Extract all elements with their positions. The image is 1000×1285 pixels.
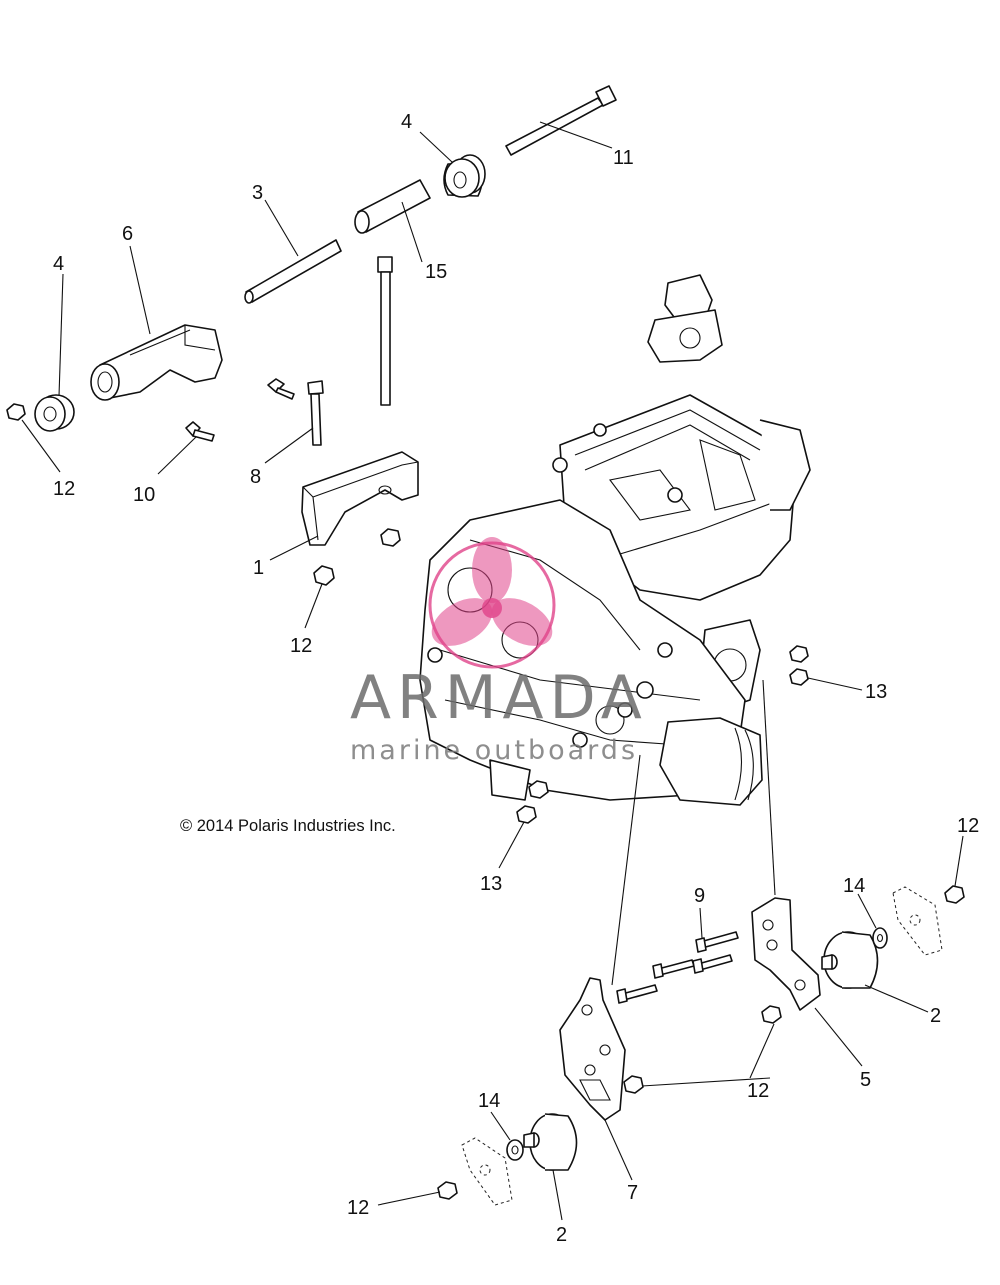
callout-label: 10: [133, 484, 155, 506]
watermark-tagline: marine outboards: [350, 735, 638, 766]
part-nut-bracket: [380, 528, 401, 547]
part-15-sleeve: [354, 179, 431, 234]
part-12-nuts-center: [623, 1005, 782, 1094]
frame-plate-right: [892, 886, 943, 956]
part-11-long-bolt: [505, 85, 617, 156]
part-13-nuts-right: [789, 645, 809, 686]
callout-label: 6: [122, 223, 133, 245]
part-12-nut-bottom-left: [437, 1181, 458, 1200]
callout-labels: 4 11 3 15 6 4 12 10 8 1 12 13 13 12 9 14…: [53, 111, 979, 1246]
part-2-mount-left: [523, 1113, 578, 1171]
callout-label: 12: [290, 635, 312, 657]
part-4-bushing-left: [34, 394, 75, 432]
callout-label: 12: [957, 815, 979, 837]
callout-label: 1: [253, 557, 264, 579]
part-bolt-small-top: [267, 378, 295, 400]
callout-label: 12: [347, 1197, 369, 1219]
callout-label: 14: [478, 1090, 500, 1112]
callout-label: 2: [930, 1005, 941, 1027]
callout-label: 9: [694, 885, 705, 907]
part-12-nut-mid: [313, 565, 335, 586]
part-4-bushing-top: [443, 154, 486, 198]
part-14-washer-left: [506, 1139, 524, 1161]
part-5-bracket-right: [751, 897, 821, 1011]
part-6-mount-bracket: [90, 324, 223, 401]
callout-label: 2: [556, 1224, 567, 1246]
part-8-bolt: [307, 380, 324, 446]
part-7-bracket-left: [559, 977, 626, 1121]
callout-label: 12: [53, 478, 75, 500]
part-1-bracket: [301, 451, 419, 546]
callout-label: 12: [747, 1080, 769, 1102]
part-bolt-tall: [377, 256, 393, 406]
part-10-bolt: [185, 421, 215, 442]
propeller-logo-icon: [428, 537, 556, 669]
copyright-text: © 2014 Polaris Industries Inc.: [180, 817, 396, 835]
callout-label: 13: [480, 873, 502, 895]
callout-label: 14: [843, 875, 865, 897]
callout-label: 11: [613, 147, 634, 169]
watermark-brand: ARMADA: [350, 663, 648, 733]
callout-label: 8: [250, 466, 261, 488]
callout-label: 4: [401, 111, 412, 133]
callout-label: 15: [425, 261, 447, 283]
part-12-nut-left: [6, 403, 26, 421]
callout-label: 3: [252, 182, 263, 204]
callout-label: 5: [860, 1069, 871, 1091]
part-2-mount-right: [821, 931, 879, 989]
callout-label: 7: [627, 1182, 638, 1204]
part-14-washer-right: [872, 927, 888, 949]
callout-label: 13: [865, 681, 887, 703]
leader-lines: [21, 121, 964, 1221]
part-13-nuts-mid: [516, 780, 549, 824]
armada-watermark: ARMADA marine outboards: [350, 537, 648, 766]
frame-plate-left: [461, 1137, 513, 1206]
part-3-shaft: [244, 239, 342, 304]
part-9-bolts: [616, 931, 739, 1004]
part-12-nut-far-right: [944, 885, 965, 904]
callout-label: 4: [53, 253, 64, 275]
